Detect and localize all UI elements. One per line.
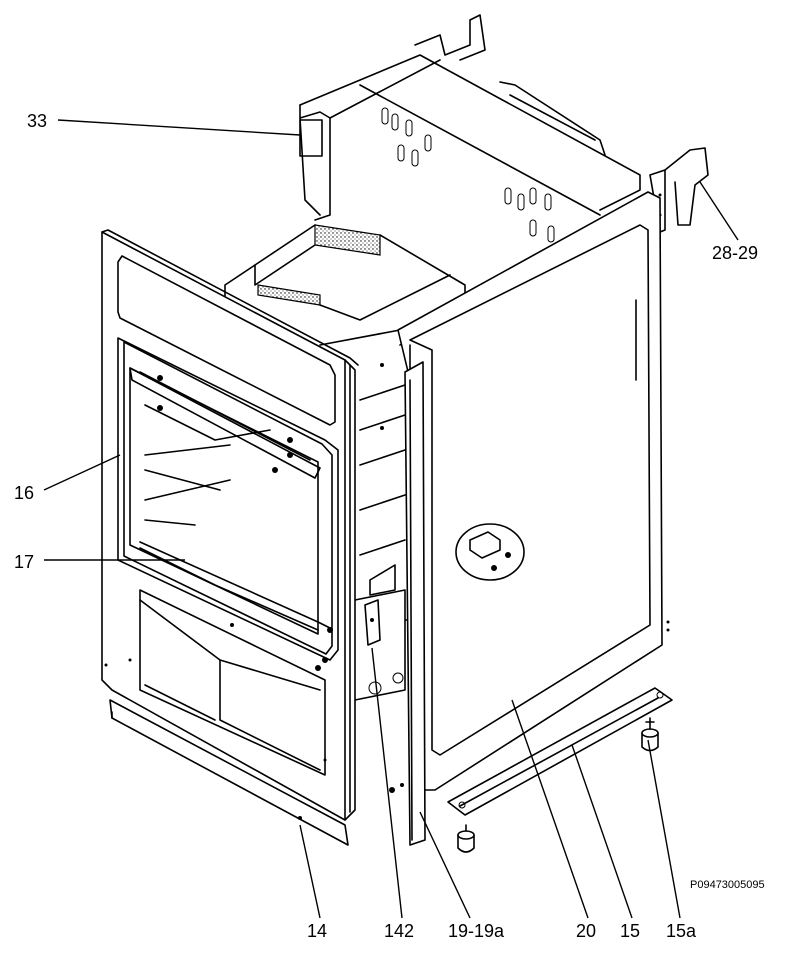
front-frame (101, 229, 381, 821)
vent-slots-left (381, 107, 432, 167)
callout-17: 17 (14, 552, 34, 572)
drawing-code: P09473005095 (690, 879, 765, 891)
callout-33: 33 (27, 111, 47, 131)
callout-28-29: 28-29 (712, 243, 758, 263)
callout-15: 15 (620, 921, 640, 941)
callout-142: 142 (384, 921, 414, 941)
callout-16: 16 (14, 483, 34, 503)
plate-33 (299, 119, 323, 157)
panel-bracket (455, 523, 525, 581)
kick-plate-14 (109, 699, 349, 846)
leader-lines (43, 119, 739, 919)
callout-15a: 15a (666, 921, 697, 941)
foot-15a-rear (641, 717, 659, 752)
callout-19-19a: 19-19a (448, 921, 505, 941)
callout-20: 20 (576, 921, 596, 941)
screws-front-frame (104, 375, 333, 762)
callout-14: 14 (307, 921, 327, 941)
vent-slots-right (504, 187, 555, 243)
base-rail-15 (447, 687, 673, 816)
foot-15a-front (457, 824, 475, 853)
strip-19-19a (389, 361, 426, 846)
